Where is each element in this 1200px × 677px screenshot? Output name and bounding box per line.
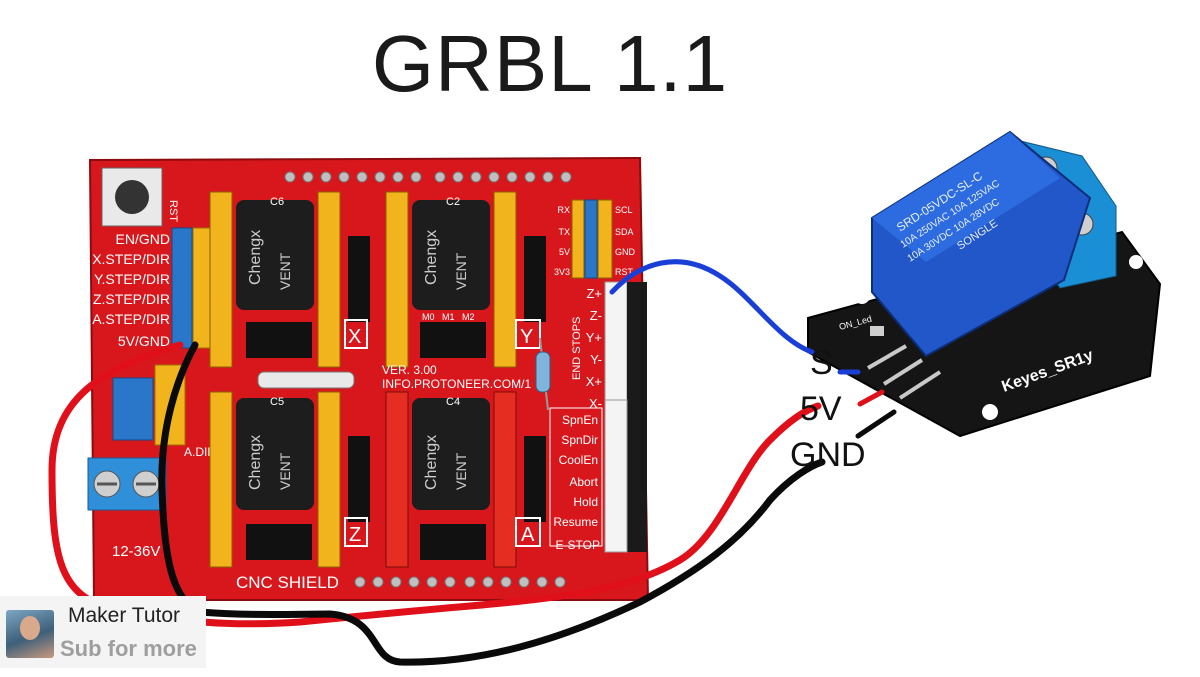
cap-brand: Chengx bbox=[423, 435, 440, 490]
pin-label: 5V/GND bbox=[118, 333, 170, 349]
end-stops-label: END STOPS bbox=[571, 317, 583, 380]
jumper-label: M1 bbox=[442, 312, 455, 322]
adir-label: A.DIR bbox=[184, 445, 216, 459]
cap-brand: Chengx bbox=[423, 230, 440, 285]
resistor bbox=[535, 337, 551, 411]
signal-wire bbox=[609, 259, 815, 355]
signal-wire-label: S bbox=[810, 344, 833, 382]
pin-label: A.STEP/DIR bbox=[92, 311, 170, 327]
end-stops-header: Z+ Z- Y+ Y- X+ X- END STOPS bbox=[571, 281, 647, 553]
cap-label: C2 bbox=[446, 196, 460, 208]
cnc-shield-board: RST EN/GND X.STEP/DIR Y.STEP/DIR Z.STEP/… bbox=[87, 156, 650, 601]
cap-vent: VENT bbox=[277, 452, 293, 490]
end-stop-pin: X- bbox=[589, 396, 602, 411]
jumper-label: M2 bbox=[462, 312, 475, 322]
pin-label: GND bbox=[615, 247, 636, 257]
control-label: SpnDir bbox=[561, 433, 598, 447]
pin-label: X.STEP/DIR bbox=[92, 251, 170, 267]
driver-slot-y: C2 Chengx VENT M0 M1 M2 Y bbox=[385, 191, 546, 368]
pin-label: TX bbox=[558, 227, 570, 237]
ground-wire bbox=[158, 341, 826, 666]
control-labels: SpnEn SpnDir CoolEn Abort Hold Resume E-… bbox=[549, 407, 603, 552]
pin-label: RST bbox=[615, 267, 634, 277]
power-wire-label: 5V bbox=[800, 390, 842, 428]
axis-label-x: X bbox=[348, 326, 361, 348]
end-stop-pin: Y+ bbox=[586, 330, 602, 345]
end-stop-pin: X+ bbox=[586, 374, 602, 389]
bottom-header-holes bbox=[354, 576, 566, 588]
axis-label-z: Z bbox=[349, 524, 361, 546]
jumper-label: M0 bbox=[422, 312, 435, 322]
ground-wire-label: GND bbox=[790, 436, 866, 474]
driver-slot-a: C4 Chengx VENT A bbox=[385, 391, 546, 568]
pin-label: RX bbox=[557, 205, 570, 215]
control-label: SpnEn bbox=[562, 413, 598, 427]
control-label: Resume bbox=[553, 515, 598, 529]
control-label: Hold bbox=[573, 495, 598, 509]
avatar[interactable] bbox=[6, 610, 54, 658]
reset-label: RST bbox=[167, 200, 179, 222]
cap-label: C6 bbox=[270, 196, 284, 208]
channel-name: Maker Tutor bbox=[68, 604, 181, 627]
control-label: E-STOP bbox=[556, 538, 600, 552]
pin-label: Y.STEP/DIR bbox=[94, 271, 170, 287]
shield-version: VER. 3.00 bbox=[382, 363, 437, 377]
relay-pins bbox=[866, 344, 942, 400]
end-stop-pin: Y- bbox=[590, 352, 602, 367]
reset-button: RST bbox=[101, 167, 179, 227]
control-label: CoolEn bbox=[559, 453, 598, 467]
top-header-holes bbox=[284, 171, 572, 183]
relay-cube: SRD-05VDC-SL-C 10A 250VAC 10A 125VAC 10A… bbox=[871, 130, 1092, 358]
left-pin-labels: EN/GND X.STEP/DIR Y.STEP/DIR Z.STEP/DIR … bbox=[92, 231, 170, 349]
shield-url: INFO.PROTONEER.COM/1 bbox=[382, 377, 531, 391]
cap-vent: VENT bbox=[277, 252, 293, 290]
relay-module: SRD-05VDC-SL-C 10A 250VAC 10A 125VAC 10A… bbox=[807, 130, 1162, 438]
wires bbox=[48, 259, 897, 666]
cap-label: C4 bbox=[446, 396, 460, 408]
pin-label: EN/GND bbox=[116, 231, 170, 247]
end-stop-pin: Z- bbox=[590, 308, 602, 323]
page-title: GRBL 1.1 bbox=[371, 19, 729, 108]
pin-label: 3V3 bbox=[554, 267, 570, 277]
axis-label-y: Y bbox=[520, 326, 533, 348]
cap-vent: VENT bbox=[453, 252, 469, 290]
i2c-header: RX TX 5V 3V3 SCL SDA GND RST bbox=[554, 199, 636, 279]
cap-label: C5 bbox=[270, 396, 284, 408]
pin-label: SCL bbox=[615, 205, 633, 215]
cap-brand: Chengx bbox=[247, 435, 264, 490]
pin-label: SDA bbox=[615, 227, 634, 237]
power-label: 12-36V bbox=[112, 543, 160, 560]
shield-brand: CNC SHIELD bbox=[236, 573, 339, 592]
channel-watermark[interactable]: Maker Tutor Sub for more bbox=[0, 596, 206, 668]
pin-label: 5V bbox=[559, 247, 570, 257]
pin-label: Z.STEP/DIR bbox=[93, 291, 170, 307]
axis-label-a: A bbox=[521, 524, 535, 546]
end-stop-pin: Z+ bbox=[586, 286, 602, 301]
cap-vent: VENT bbox=[453, 452, 469, 490]
driver-slot-z: C5 Chengx VENT Z bbox=[209, 391, 370, 568]
driver-slot-x: C6 Chengx VENT X bbox=[209, 191, 370, 368]
cap-brand: Chengx bbox=[247, 230, 264, 285]
subscribe-prompt[interactable]: Sub for more bbox=[60, 636, 197, 661]
control-label: Abort bbox=[569, 475, 598, 489]
